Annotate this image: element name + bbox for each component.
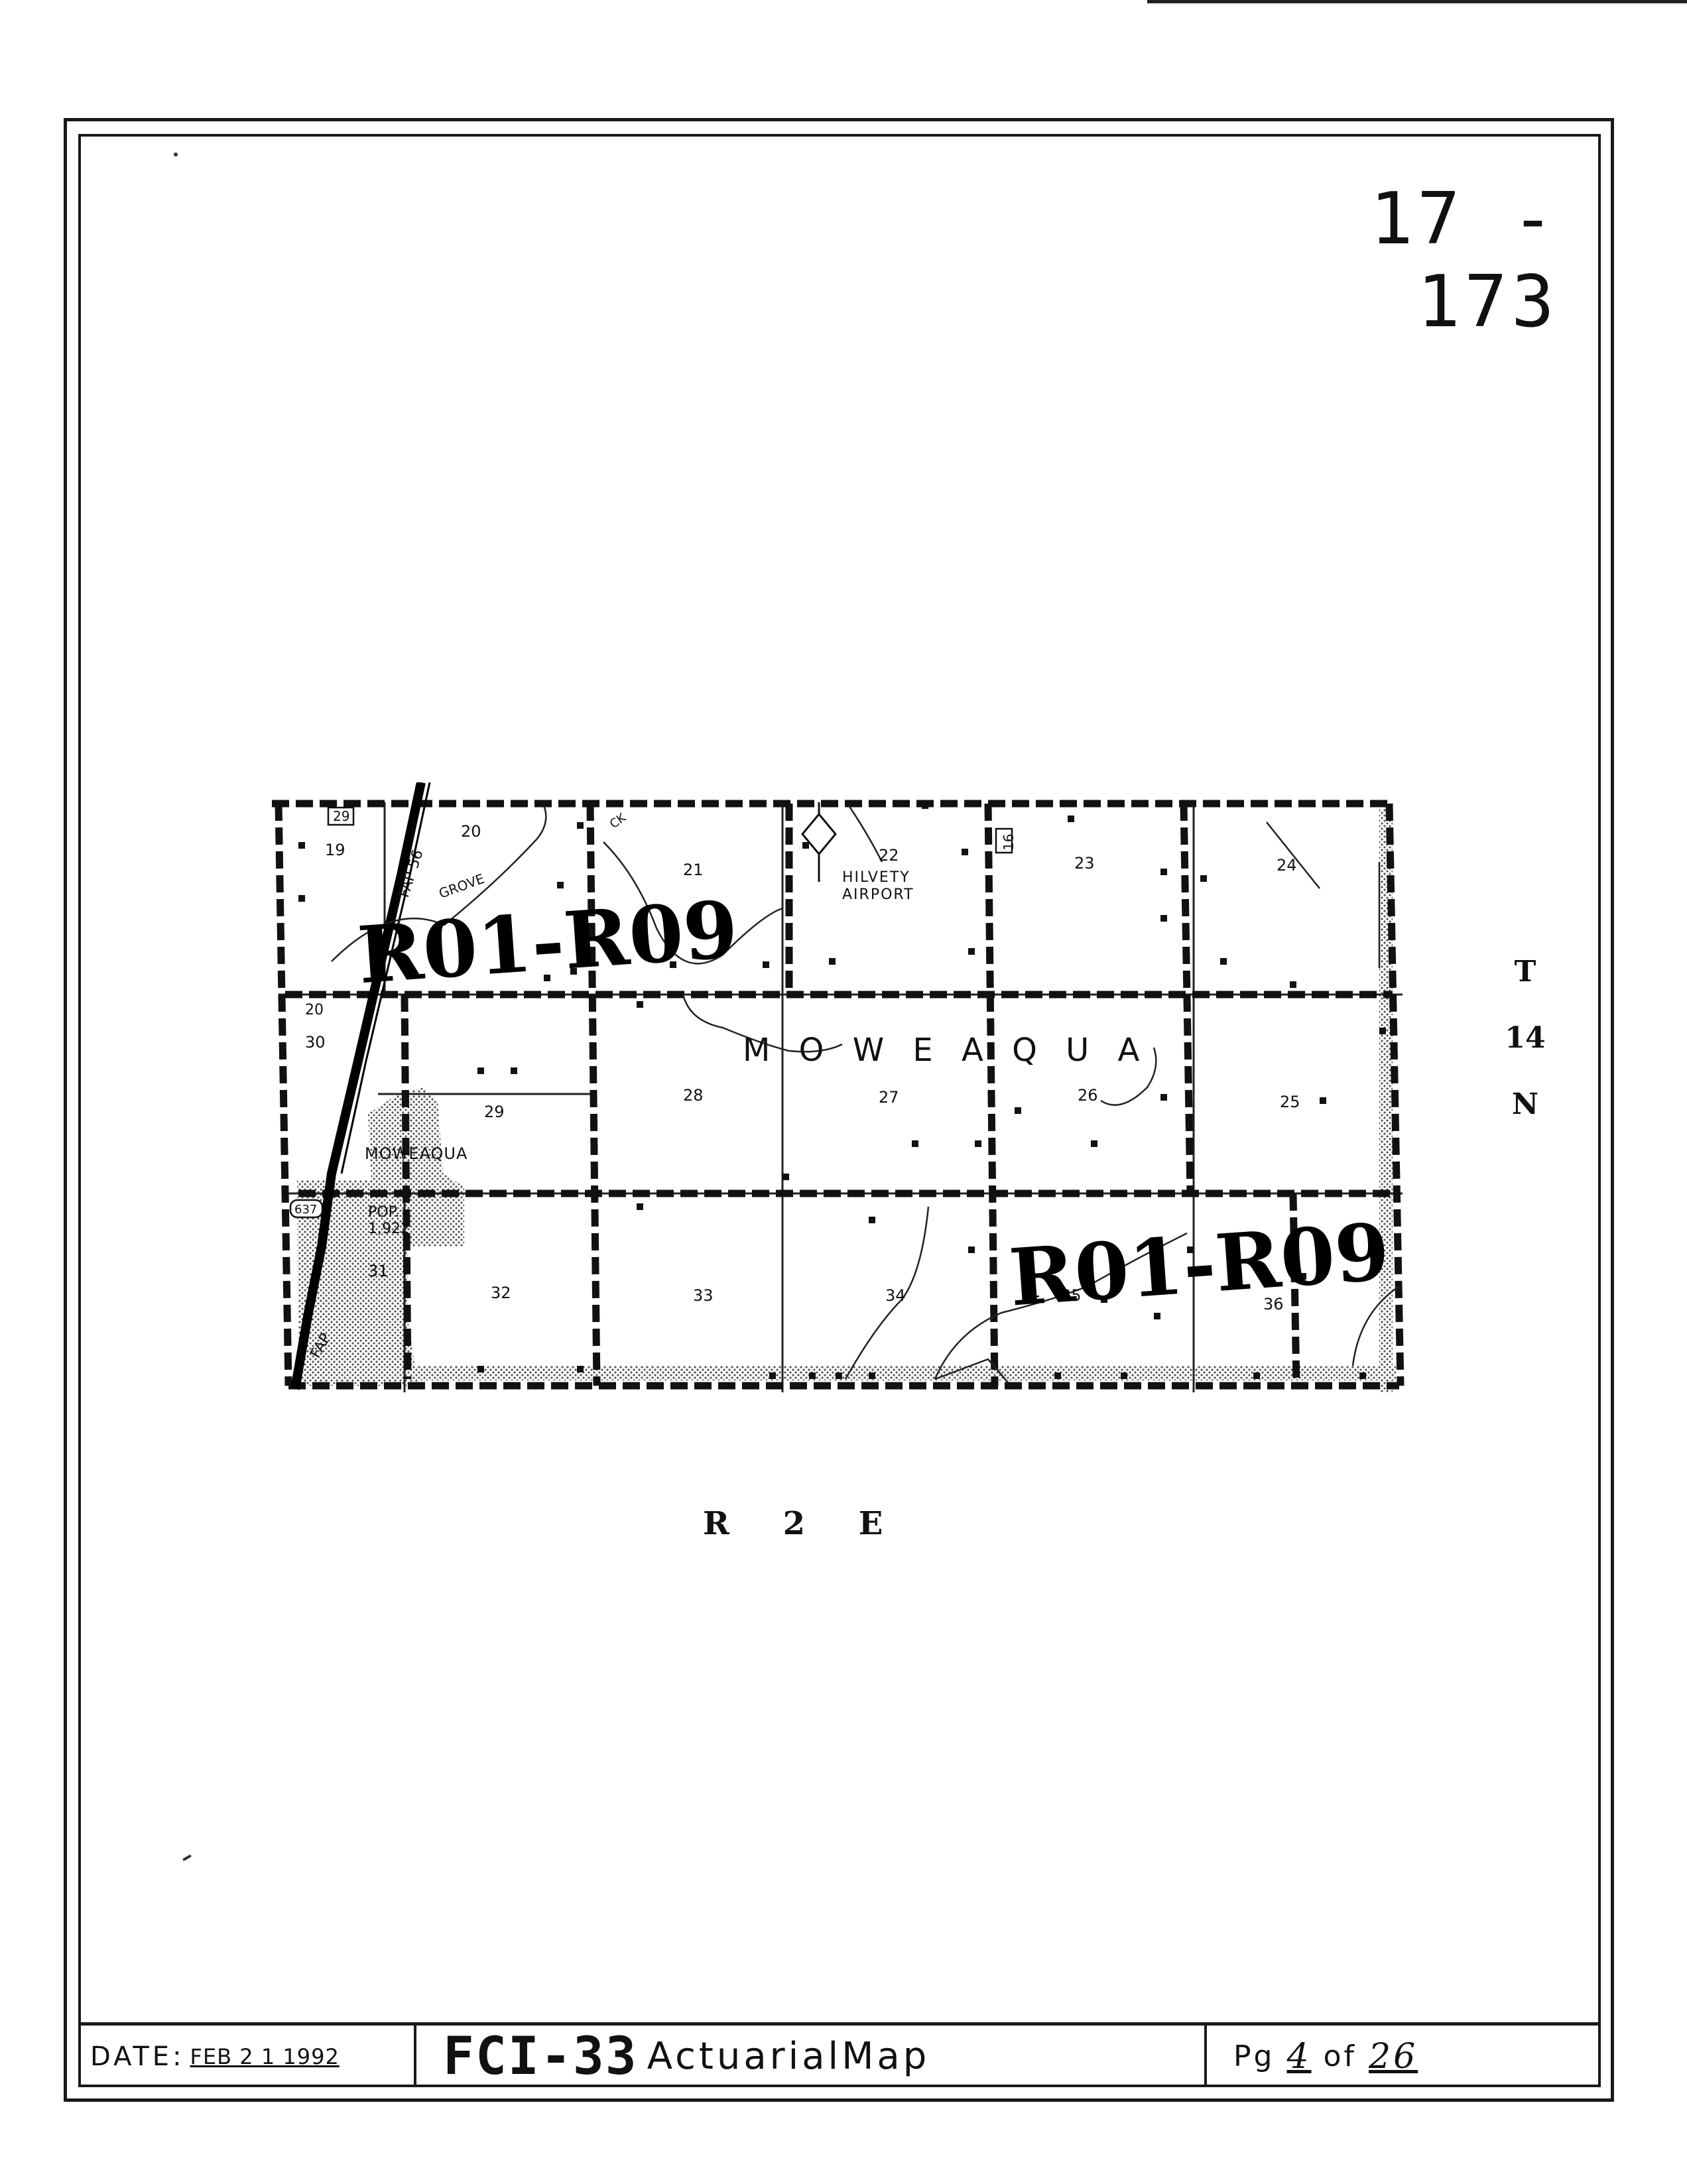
- range-label: R 2 E: [703, 1505, 885, 1542]
- section-19: 19: [325, 841, 345, 859]
- section-32: 32: [491, 1284, 511, 1302]
- route-20-label: 20: [305, 1002, 324, 1018]
- date-cell: DATE: FEB 2 1 1992: [78, 2026, 416, 2087]
- section-21: 21: [683, 861, 704, 879]
- town-name: MOWEAQUA: [365, 1144, 468, 1163]
- airport-name-line2: AIRPORT: [842, 886, 914, 903]
- section-24: 24: [1277, 856, 1297, 875]
- map-canvas: 29 16 637 20 FAP 56 FAP GROVE CK 19 20 2…: [272, 782, 1405, 1392]
- town-population-value: 1,922: [368, 1221, 410, 1237]
- section-26: 26: [1078, 1086, 1098, 1105]
- township-boundary: [272, 800, 1405, 1390]
- page-cell: Pg 4 of 26: [1207, 2026, 1601, 2087]
- sheet-number: 17 - 173: [1369, 178, 1558, 343]
- stamp-lower: R01-R09: [1007, 1205, 1393, 1324]
- page-of: of: [1323, 2039, 1357, 2073]
- section-36: 36: [1263, 1295, 1284, 1313]
- place-labels: M O W E A Q U A HILVETY AIRPORT MOWEAQUA…: [365, 869, 1149, 1237]
- top-edge-rule: [1147, 0, 1687, 3]
- section-numbers: 19 20 21 22 23 24 30 29 28 27 26 25 31 3…: [305, 822, 1300, 1313]
- section-29: 29: [484, 1103, 505, 1121]
- creek-label: CK: [607, 810, 629, 831]
- township-label-t: T: [1514, 955, 1536, 989]
- section-30: 30: [305, 1033, 326, 1052]
- building-marks: [298, 802, 1386, 1379]
- airport-name-line1: HILVETY: [842, 869, 910, 886]
- highway-fap-56: [290, 782, 426, 1390]
- page-border-outer: [64, 118, 1614, 2102]
- section-23: 23: [1074, 854, 1095, 873]
- section-22: 22: [879, 846, 899, 865]
- route-16-shield: 16: [1001, 834, 1017, 851]
- township-label-number: 14: [1505, 1021, 1546, 1055]
- route-637-shield: 637: [294, 1203, 317, 1217]
- section-34: 34: [885, 1286, 906, 1305]
- road-grove-label: GROVE: [437, 871, 487, 902]
- section-28: 28: [683, 1086, 704, 1105]
- creeks: [331, 805, 1400, 1383]
- stamps: R01-R09 R01-R09: [355, 883, 1392, 1324]
- title-cell: FCI-33 ActuarialMap: [416, 2026, 1207, 2087]
- route-29-shield: 29: [333, 808, 349, 824]
- section-25: 25: [1280, 1093, 1300, 1111]
- section-20: 20: [461, 822, 481, 841]
- form-code: FCI-33: [443, 2026, 638, 2087]
- township-label-n: N: [1511, 1087, 1539, 1121]
- page-border-inner: [78, 134, 1601, 2087]
- section-33: 33: [693, 1286, 714, 1305]
- title-block: DATE: FEB 2 1 1992 FCI-33 ActuarialMap P…: [78, 2022, 1601, 2087]
- airport-symbol: [801, 802, 837, 882]
- page-number: 4: [1286, 2036, 1312, 2077]
- section-35: 35: [1061, 1286, 1082, 1305]
- scan-speck: [174, 152, 178, 156]
- date-label: DATE:: [90, 2041, 185, 2072]
- survey-cross: +: [1025, 1285, 1041, 1308]
- date-value: FEB 2 1 1992: [190, 2043, 340, 2069]
- town-population-label: POP.: [368, 1204, 399, 1221]
- township-name: M O W E A Q U A: [743, 1032, 1149, 1069]
- section-31: 31: [368, 1262, 389, 1280]
- township-map: 29 16 637 20 FAP 56 FAP GROVE CK 19 20 2…: [259, 782, 1412, 1406]
- page-total: 26: [1368, 2036, 1418, 2077]
- form-title: ActuarialMap: [647, 2035, 930, 2078]
- stamp-upper: R01-R09: [355, 883, 741, 1002]
- page-prefix: Pg: [1233, 2039, 1275, 2073]
- highway-fap-56-parallel: [340, 782, 431, 1174]
- section-27: 27: [879, 1088, 899, 1107]
